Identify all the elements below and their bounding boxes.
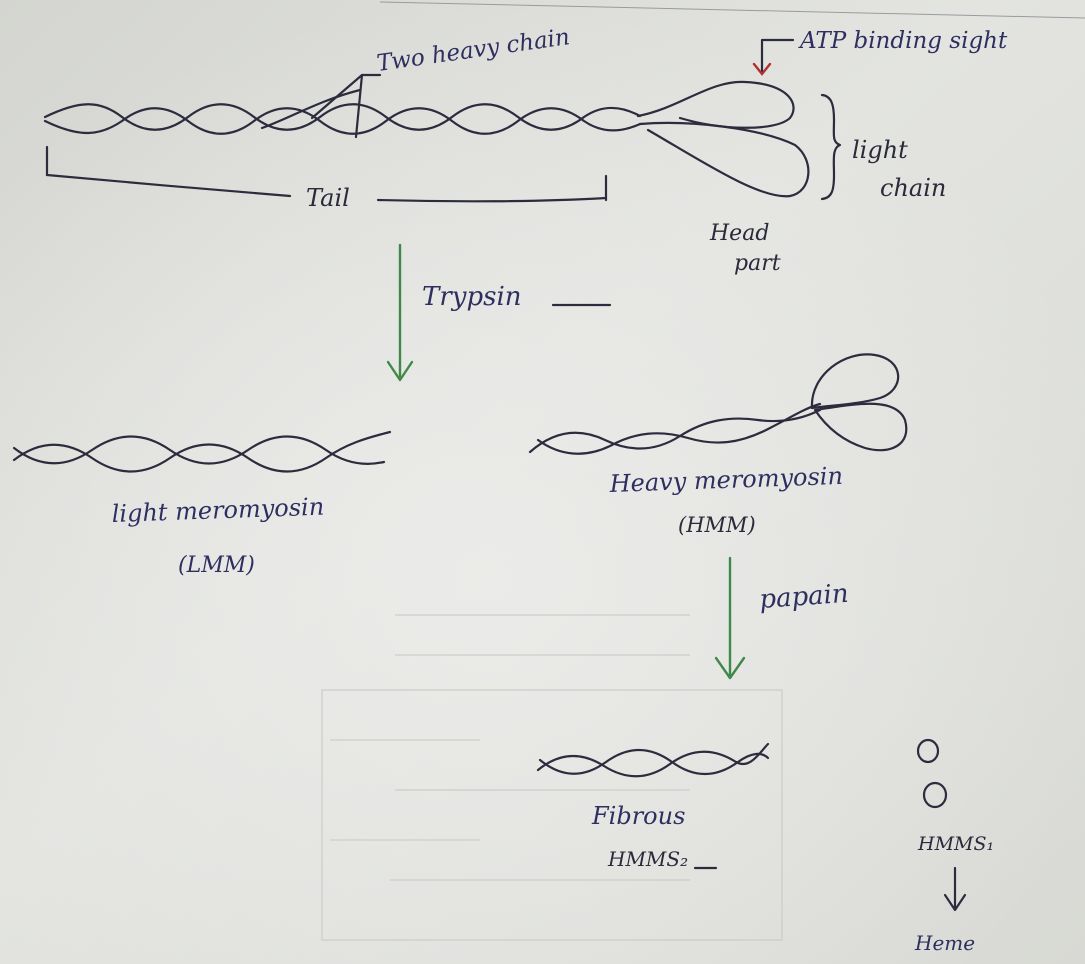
- hmms2-label: HMMS₂: [607, 847, 688, 871]
- hmms1-label: HMMS₁: [917, 833, 994, 855]
- head-part-label-line2: part: [734, 251, 781, 276]
- light-chain-label-line2: chain: [880, 174, 946, 202]
- light-chain-label-line1: light: [852, 136, 908, 164]
- tail-label: Tail: [306, 184, 350, 212]
- hmm-label-line2: (HMM): [678, 513, 756, 537]
- head-part-label-line1: Head: [709, 221, 769, 246]
- papain-label: papain: [758, 579, 849, 615]
- trypsin-label: Trypsin: [422, 282, 522, 312]
- atp-binding-site-label: ATP binding sight: [798, 28, 1008, 54]
- fibrous-label: Fibrous: [591, 802, 685, 830]
- heme-label: Heme: [914, 931, 975, 955]
- lmm-label-line2: (LMM): [178, 553, 255, 578]
